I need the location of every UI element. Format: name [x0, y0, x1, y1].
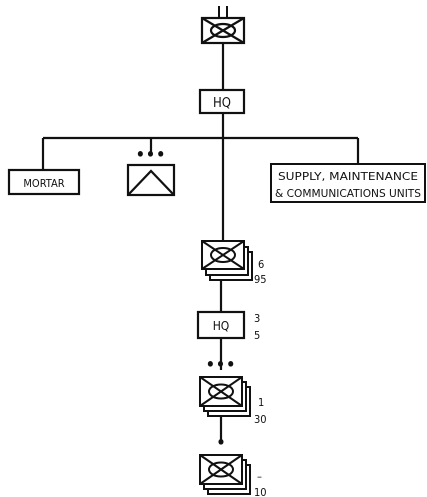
battalion-unit — [200, 6, 246, 45]
companies-men-count: 95 — [254, 273, 267, 286]
infantry-icon — [201, 240, 253, 281]
battalion-hq-box: HQ — [198, 88, 246, 115]
infantry-icon — [199, 376, 251, 417]
squads-echelon-mark: • — [216, 433, 225, 452]
platoons-men-count: 30 — [254, 413, 267, 426]
connector-lines — [41, 43, 360, 444]
company-hq-men-count: 5 — [254, 329, 260, 342]
artillery-echelon-marks: ••• — [136, 145, 167, 164]
infantry-icon — [199, 454, 251, 495]
squads-men-count: 10 — [254, 486, 267, 497]
artillery-icon — [126, 163, 176, 197]
company-hq-box: HQ 3 5 — [196, 310, 260, 342]
platoons-echelon-marks: ••• — [206, 355, 237, 374]
companies-unit: 6 95 — [201, 240, 267, 286]
infantry-icon — [200, 16, 246, 45]
squads-officers-count: – — [257, 470, 262, 483]
platoons-officers-count: 1 — [258, 396, 264, 409]
artillery-unit: ••• — [126, 145, 176, 197]
mortar-label: MORTAR — [23, 177, 64, 190]
battalion-echelon-marks — [218, 6, 228, 17]
mortar-box: MORTAR — [7, 168, 81, 196]
squads-unit: • – 10 — [199, 433, 267, 497]
supply-units-box: SUPPLY, MAINTENANCE & COMMUNICATIONS UNI… — [270, 163, 426, 203]
supply-label-line2: & COMMUNICATIONS UNITS — [275, 187, 421, 200]
battalion-hq-label: HQ — [213, 96, 231, 111]
supply-label-line1: SUPPLY, MAINTENANCE — [278, 170, 418, 183]
companies-officers-count: 6 — [258, 258, 264, 271]
company-hq-officers-count: 3 — [254, 312, 260, 325]
company-hq-label: HQ — [213, 319, 230, 333]
platoons-unit: ••• 1 30 — [199, 355, 267, 426]
